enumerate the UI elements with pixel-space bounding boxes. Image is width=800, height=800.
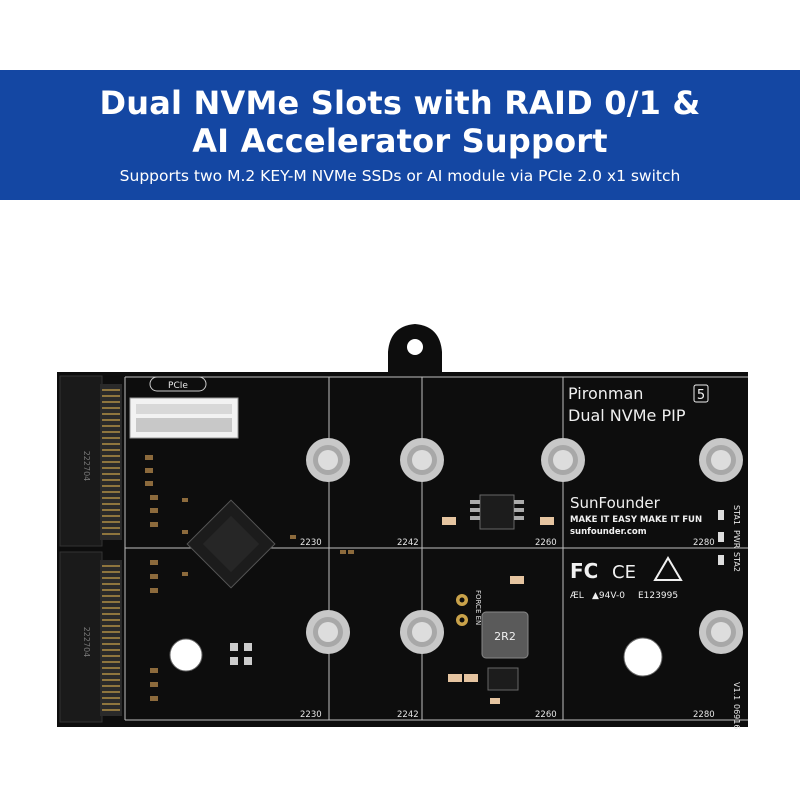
ce-mark: CE [612,562,636,583]
size-label-top-2260: 2260 [535,538,557,548]
header-banner: Dual NVMe Slots with RAID 0/1 & AI Accel… [0,70,800,200]
certifications: FC CE ÆL ▲94V-0 E123995 [570,556,683,601]
m2-connector-top: 222704 [59,375,122,547]
product-branding: Pironman 5 Dual NVMe PIP SunFounder MAKE… [568,384,709,537]
standoff-pads-bottom [306,610,743,654]
led-label-sta1: STA1 [732,505,741,525]
banner-title: Dual NVMe Slots with RAID 0/1 & AI Accel… [0,70,800,160]
led-labels: STA1 PWR STA2 V1.1 06916 [732,505,741,729]
size-label-bottom-2230: 2230 [300,710,322,720]
transistor [487,667,519,691]
power-ic [470,494,524,530]
size-label-bottom-2260: 2260 [535,710,557,720]
connector-label-bottom: 222704 [82,627,91,658]
brand-slogan: MAKE IT EASY MAKE IT FUN [570,515,702,525]
test-pads [230,643,252,665]
file-number: E123995 [638,591,678,601]
led-label-sta2: STA2 [732,552,741,572]
mounting-hole-right [623,637,663,677]
force-en-label: FORCE EN [474,590,482,625]
mounting-tab-hole [407,339,423,355]
standoff-pads-top [306,438,743,482]
leds [718,510,724,565]
capacitors [442,517,554,704]
size-labels: 2230 2242 2260 2280 2230 2242 2260 2280 [300,538,715,720]
version-label: V1.1 [732,682,741,700]
inductor-label: 2R2 [494,630,516,643]
brand-website: sunfounder.com [570,527,647,537]
mounting-hole-left [169,638,203,672]
size-label-top-2242: 2242 [397,538,419,548]
ul-mark: ÆL [570,591,584,601]
product-line2: Dual NVMe PIP [568,406,686,425]
size-label-top-2230: 2230 [300,538,322,548]
flammability-rating: ▲94V-0 [592,591,625,601]
product-name: Pironman [568,384,643,403]
inductor: 2R2 [481,611,529,659]
fcc-mark: FC [570,559,598,583]
rcm-icon [653,556,683,581]
pcie-connector: PCIe [129,376,239,439]
size-label-top-2280: 2280 [693,538,715,548]
smd-components [145,455,354,701]
banner-title-line1: Dual NVMe Slots with RAID 0/1 & [99,84,701,122]
connector-label-top: 222704 [82,451,91,482]
m2-connector-bottom: 222704 [59,551,122,723]
size-label-bottom-2242: 2242 [397,710,419,720]
led-label-pwr: PWR [732,530,741,549]
force-en-pads: FORCE EN [456,590,482,626]
pcie-switch-chip [186,499,276,589]
brand-name: SunFounder [570,494,661,512]
board-id-label: 06916 [732,704,741,729]
pcie-label: PCIe [168,381,188,391]
size-label-bottom-2280: 2280 [693,710,715,720]
banner-title-line2: AI Accelerator Support [192,122,608,160]
banner-subtitle: Supports two M.2 KEY-M NVMe SSDs or AI m… [119,167,681,185]
product-number: 5 [697,388,705,403]
